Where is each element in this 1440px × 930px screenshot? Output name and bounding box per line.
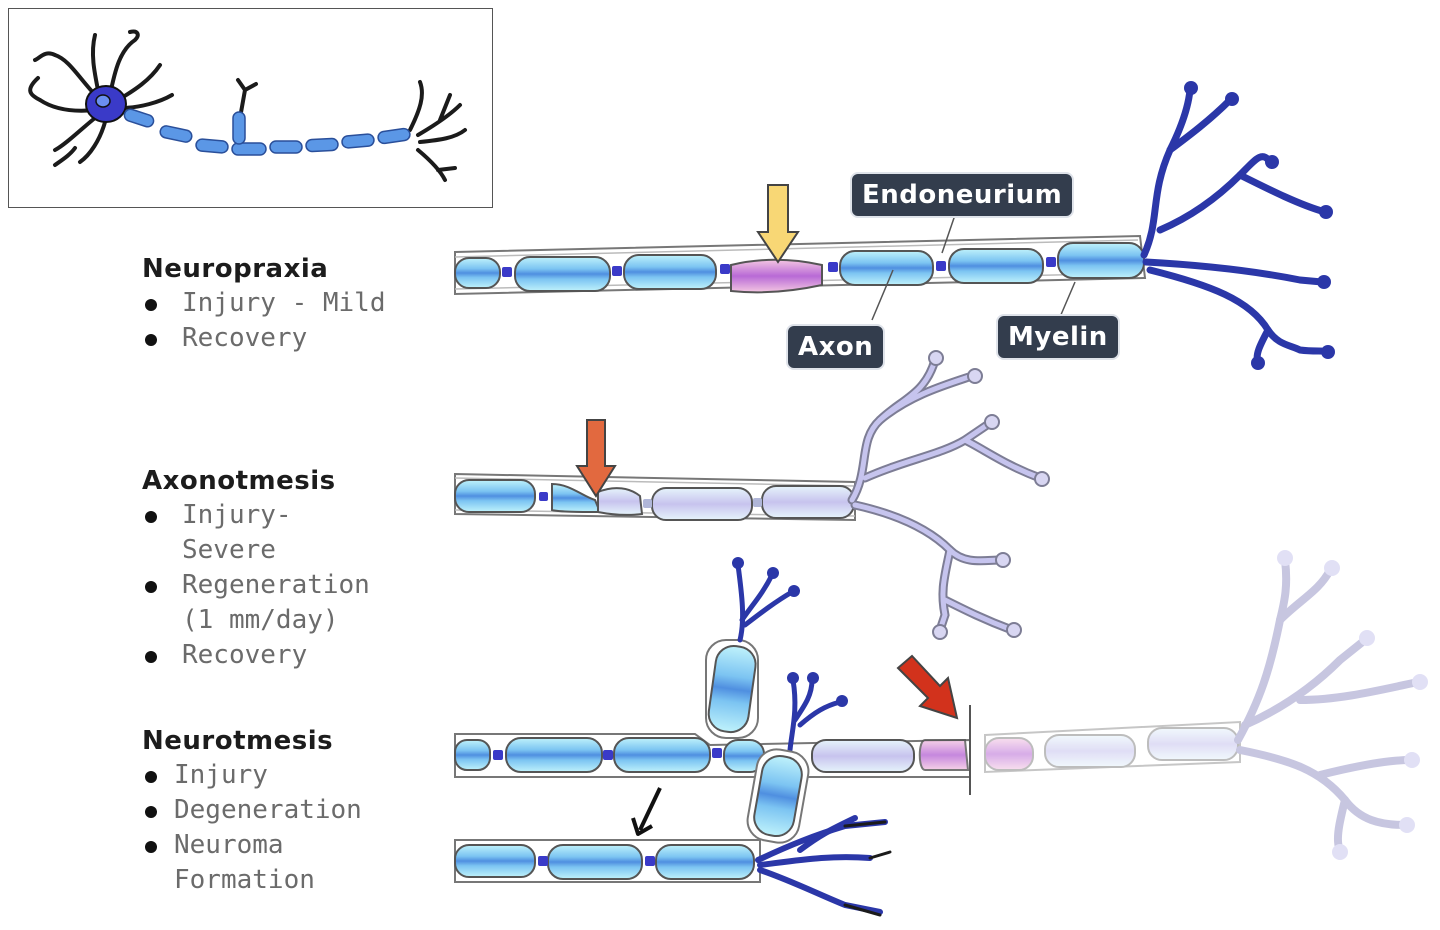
section-axonotmesis: Axonotmesis Injury-Severe Regeneration(1… [142, 464, 370, 673]
list-item: Recovery [142, 638, 370, 673]
bullet-icon [145, 299, 157, 311]
bullet-icon [145, 581, 157, 593]
axonotmesis-nerve [454, 350, 1050, 640]
list-item: Regeneration(1 mm/day) [142, 568, 370, 638]
section-title: Neurotmesis [142, 726, 334, 756]
bullet-icon [145, 806, 157, 818]
bullet-icon [145, 334, 157, 346]
bullet-icon [145, 651, 157, 663]
neuropraxia-nerve [454, 81, 1335, 370]
section-neuropraxia: Neuropraxia Injury - Mild Recovery [142, 252, 386, 356]
list-item: Degeneration [142, 793, 362, 828]
bullet-icon [145, 771, 157, 783]
list-item: Injury-Severe [142, 498, 370, 568]
neuron-inset-frame [8, 8, 493, 208]
bullet-icon [145, 841, 157, 853]
endoneurium-label: Endoneurium [850, 172, 1075, 218]
neurotmesis-nerve [454, 550, 1428, 917]
section-title: Neuropraxia [142, 254, 329, 284]
list-item: Injury [142, 758, 362, 793]
section-title: Axonotmesis [142, 466, 336, 496]
axon-label: Axon [786, 324, 886, 370]
bullet-icon [145, 511, 157, 523]
myelin-label: Myelin [996, 314, 1120, 360]
list-item: Injury - Mild [142, 286, 386, 321]
list-item: Recovery [142, 321, 386, 356]
